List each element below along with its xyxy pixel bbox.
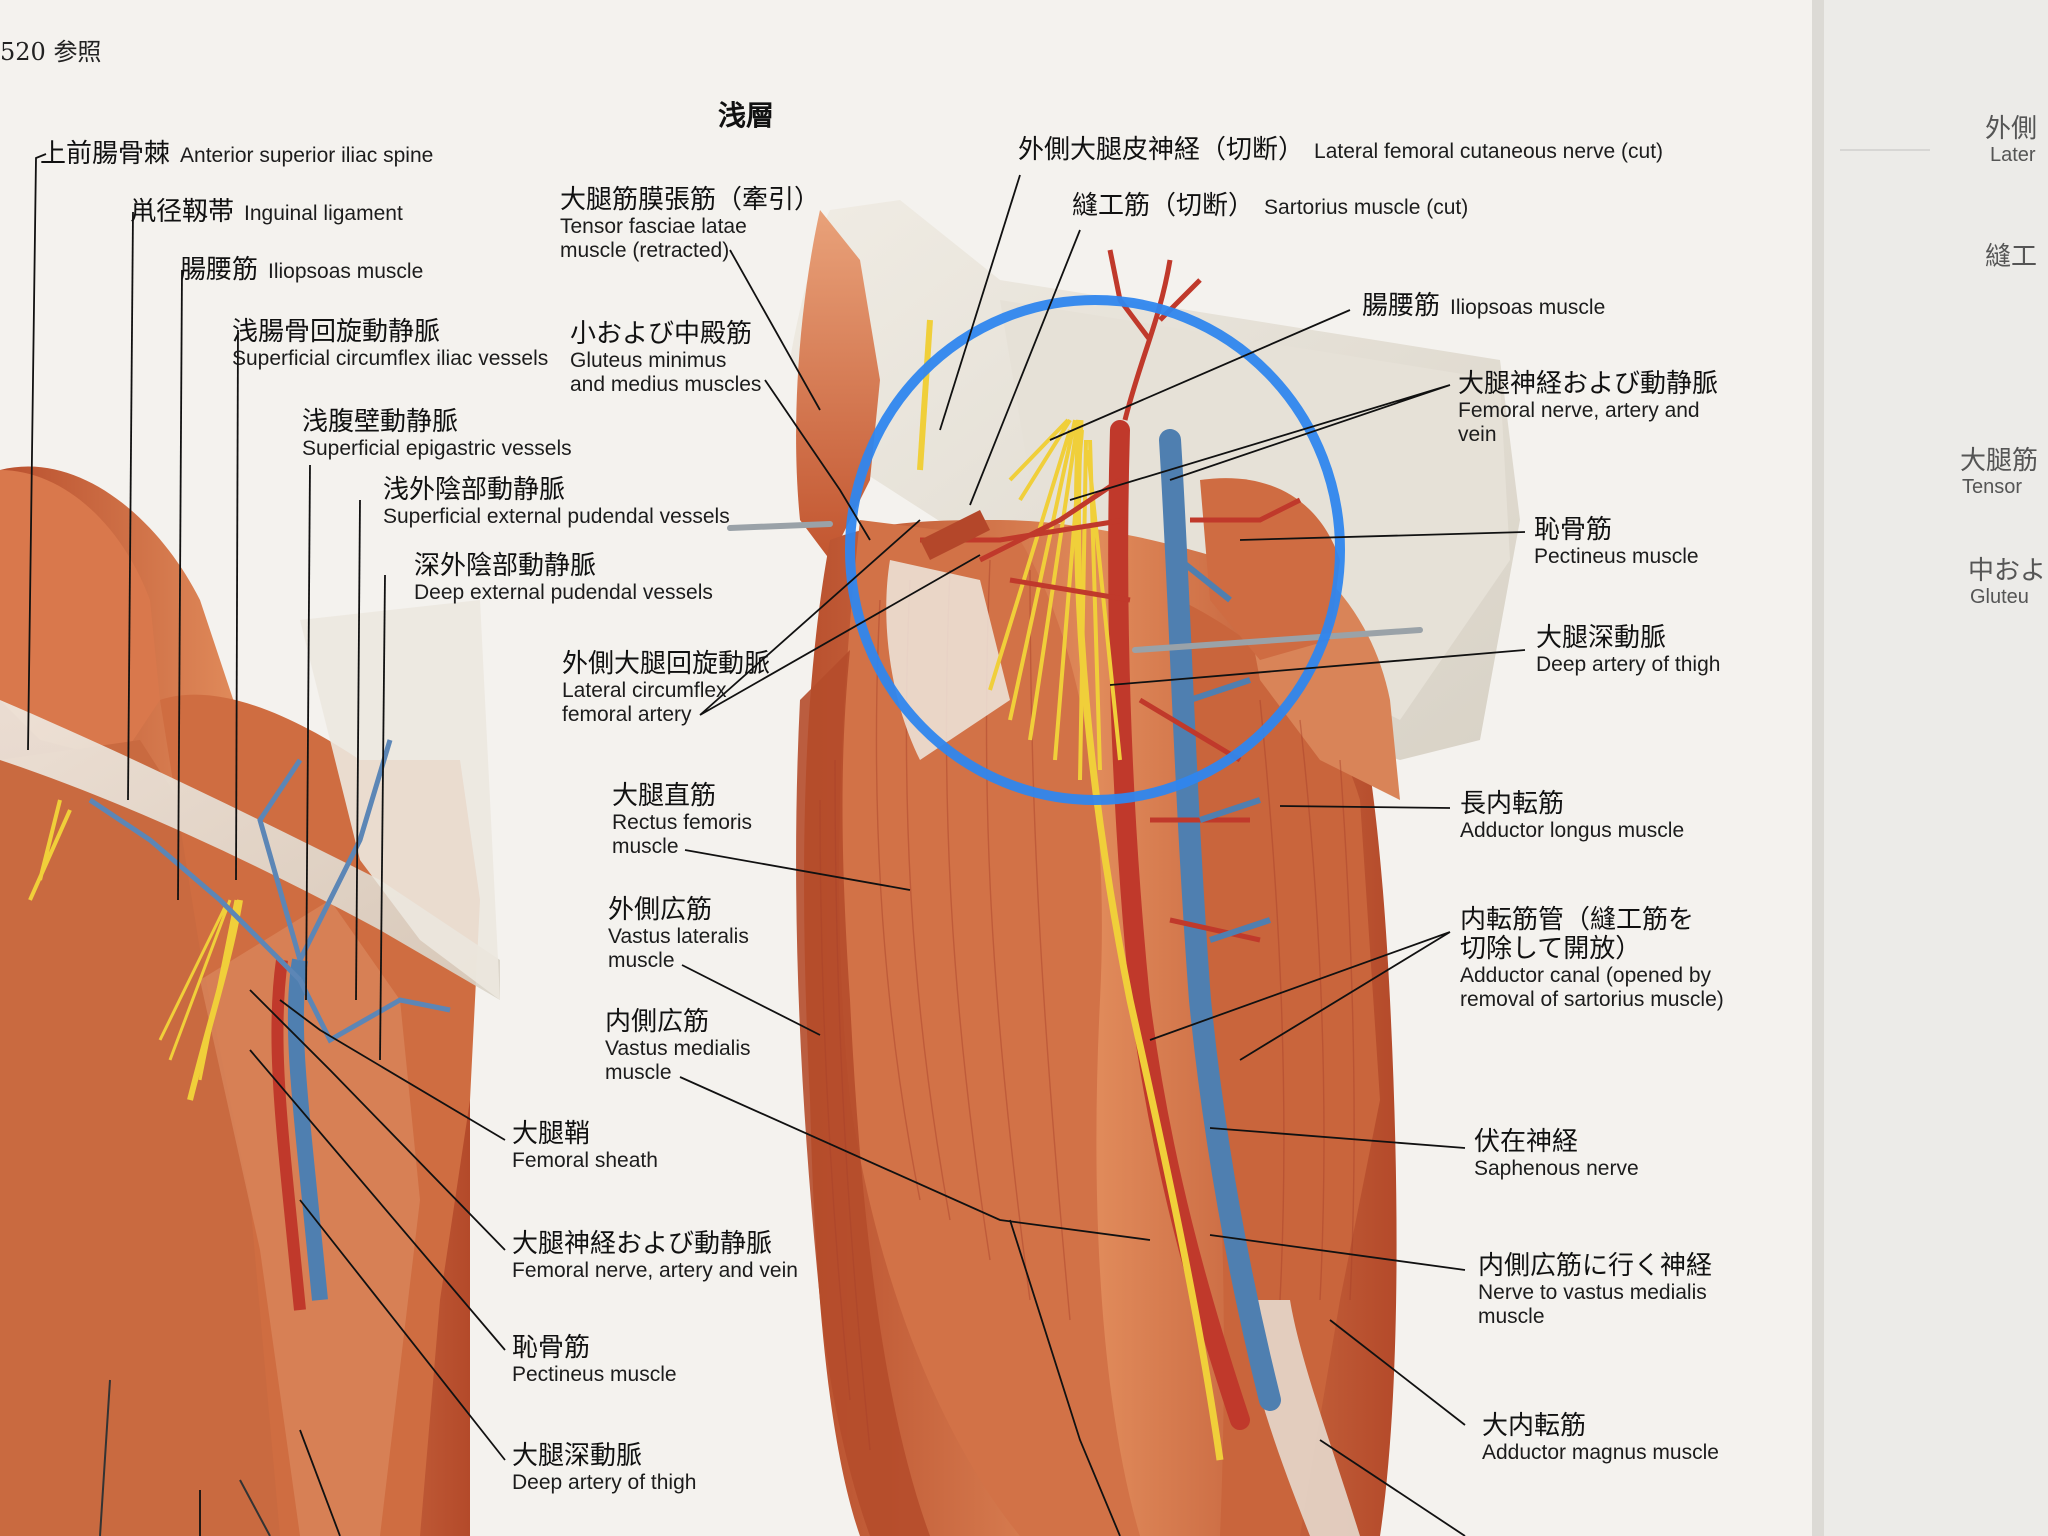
label-adductor-canal: 内転筋管（縫工筋を切除して開放）Adductor canal (opened b… <box>1460 905 1724 1011</box>
right-page-fragment-5: Tensor <box>1962 476 2023 498</box>
right-page-fragment-6: 中およ <box>1968 556 2047 586</box>
right-page-fragment-1: 外側 <box>1985 114 2038 144</box>
right-page-fragment-7: Gluteu <box>1970 586 2029 608</box>
label-sartorius-cut: 縫工筋（切断）Sartorius muscle (cut) <box>1072 191 1469 221</box>
page-reference: 520 参照 <box>0 38 102 66</box>
figure-title: 浅層 <box>718 99 775 132</box>
right-page-edge <box>1820 0 2048 1536</box>
left-thigh-illustration <box>0 466 500 1536</box>
right-page-fragment-4: 大腿筋 <box>1960 446 2039 476</box>
right-page-fragment-3: 縫工 <box>1985 242 2038 272</box>
label-lateral-femoral-cutaneous-nerve: 外側大腿皮神経（切断）Lateral femoral cutaneous ner… <box>1018 135 1664 165</box>
highlight-circle <box>845 295 1345 805</box>
right-page-fragment-2: Later <box>1990 144 2036 166</box>
